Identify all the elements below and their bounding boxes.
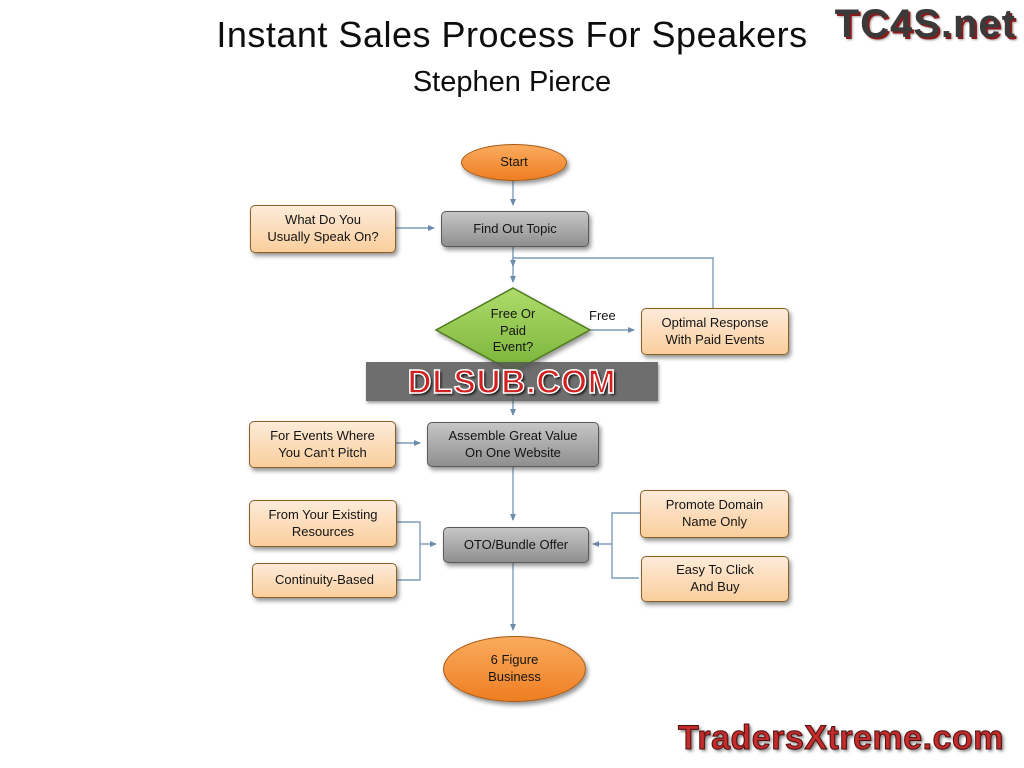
node-existing-resources: From Your Existing Resources [249,500,397,547]
node-cant-pitch: For Events Where You Can’t Pitch [249,421,396,468]
node-promote-domain: Promote Domain Name Only [640,490,789,538]
page-title: Instant Sales Process For Speakers [216,14,808,55]
node-six-figure-business: 6 Figure Business [443,636,586,702]
watermark-tc4s: TC4S.net [834,2,1016,46]
watermark-dlsub: DLSUB.COM [366,362,658,401]
watermark-tradersxtreme: TradersXtreme.com [678,719,1005,758]
node-optimal-response: Optimal Response With Paid Events [641,308,789,355]
edge-label-free: Free [589,308,616,323]
node-find-out-topic: Find Out Topic [441,211,589,247]
watermark-dlsub-text: DLSUB.COM [407,362,617,401]
node-easy-to-click: Easy To Click And Buy [641,556,789,602]
edge-right-bracket [611,512,640,579]
node-oto-bundle-offer: OTO/Bundle Offer [443,527,589,563]
edge-optimal-feedback [510,257,714,308]
page-subtitle: Stephen Pierce [412,66,612,98]
edge-left-bracket [394,521,421,581]
node-start: Start [461,144,567,181]
node-assemble-value: Assemble Great Value On One Website [427,422,599,467]
node-decision-label: Free Or Paid Event? [490,305,536,355]
node-continuity-based: Continuity-Based [252,563,397,598]
node-what-do-you-speak-on: What Do You Usually Speak On? [250,205,396,253]
